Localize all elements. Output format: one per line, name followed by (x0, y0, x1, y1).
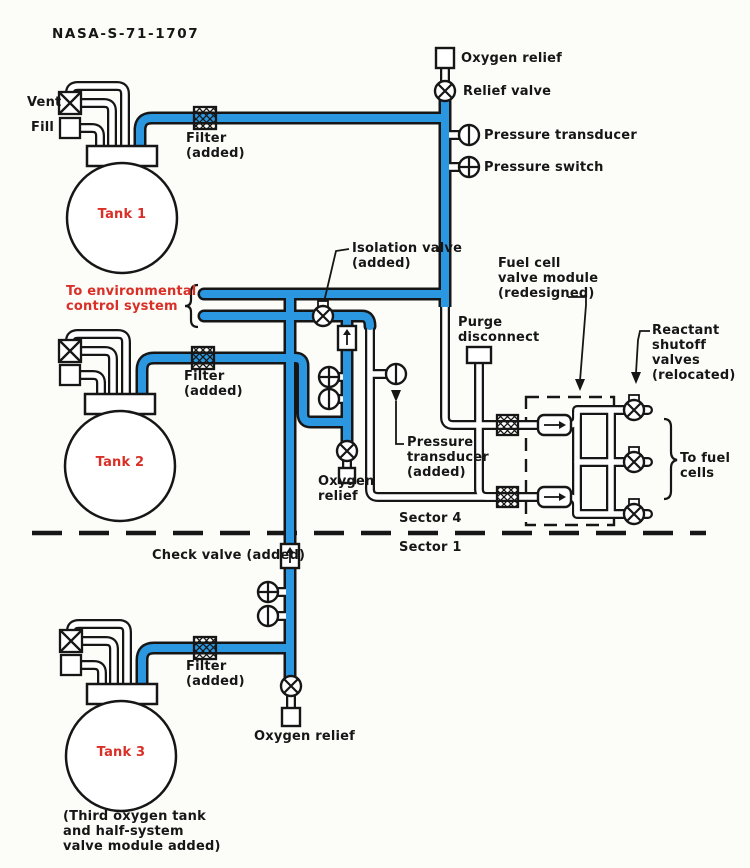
sector-1-label: Sector 1 (399, 540, 462, 555)
env-control-label: To environmental control system (66, 284, 197, 314)
filter-3-label: Filter (added) (186, 659, 245, 689)
pressure-transducer-bottom-icon (256, 604, 280, 628)
tank-3-note: (Third oxygen tank and half-system valve… (63, 809, 221, 854)
filter-1-label: Filter (added) (186, 131, 245, 161)
purge-disconnect-label: Purge disconnect (458, 315, 540, 345)
oxygen-relief-top-label: Oxygen relief (461, 51, 563, 66)
flow-check-device-icon (536, 413, 573, 509)
oxygen-relief-port-top-icon (434, 46, 456, 70)
relief-valve-label: Relief valve (463, 84, 552, 99)
tank-3-vessel (64, 682, 178, 813)
pipe-blue-fills (136, 100, 449, 688)
pressure-switch-top-label: Pressure switch (484, 160, 604, 175)
oxygen-relief-valve-bottom-icon (279, 674, 303, 728)
isolation-valve-label: Isolation valve (added) (352, 241, 463, 271)
pressure-switch-mid-icon (317, 365, 341, 389)
tank-1-vessel (65, 144, 179, 275)
leader-arrowheads (391, 372, 641, 402)
check-valve-added-icon (279, 542, 301, 570)
reactant-shutoff-label: Reactant shutoff valves (relocated) (652, 323, 736, 383)
tank-1-label: Tank 1 (97, 207, 147, 222)
oxygen-relief-mid-label: Oxygen relief (318, 474, 375, 504)
pressure-switch-top-icon (457, 155, 481, 179)
to-fuel-cells-label: To fuel cells (680, 451, 731, 481)
pressure-transducer-top-label: Pressure transducer (484, 128, 637, 143)
fill-port-icon (58, 116, 83, 677)
purge-disconnect-icon (465, 345, 493, 365)
pressure-transducer-mid-icon (317, 387, 341, 411)
tank-2-label: Tank 2 (95, 455, 145, 470)
fill-label: Fill (31, 120, 55, 135)
isolation-valve-icon (311, 300, 335, 328)
check-valve-mid-icon (336, 324, 358, 352)
filter-2-label: Filter (added) (184, 369, 243, 399)
pressure-transducer-added-icon (384, 362, 408, 386)
pressure-switch-bottom-icon (256, 580, 280, 604)
oxygen-relief-valve-mid-icon (335, 439, 359, 485)
filter-icon (190, 105, 520, 661)
brace-env-control (184, 283, 199, 329)
tank-3-label: Tank 3 (96, 745, 146, 760)
sector-4-label: Sector 4 (399, 511, 462, 526)
leader-lines (323, 248, 650, 445)
vent-label: Vent (27, 95, 62, 110)
relief-valve-icon (433, 79, 457, 103)
vent-valve-icon (57, 90, 84, 654)
check-valve-added-label: Check valve (added) (152, 548, 306, 563)
brace-to-fuel-cells (663, 417, 678, 501)
drawing-number: NASA-S-71-1707 (52, 26, 200, 42)
fuel-cell-module-label: Fuel cell valve module (redesigned) (498, 256, 599, 301)
oxygen-relief-bottom-label: Oxygen relief (254, 729, 356, 744)
reactant-shutoff-valve-icons (622, 394, 646, 526)
pressure-transducer-top-icon (457, 123, 481, 147)
pressure-transducer-added-label: Pressure transducer (added) (407, 435, 489, 480)
tank-2-vessel (63, 392, 177, 523)
